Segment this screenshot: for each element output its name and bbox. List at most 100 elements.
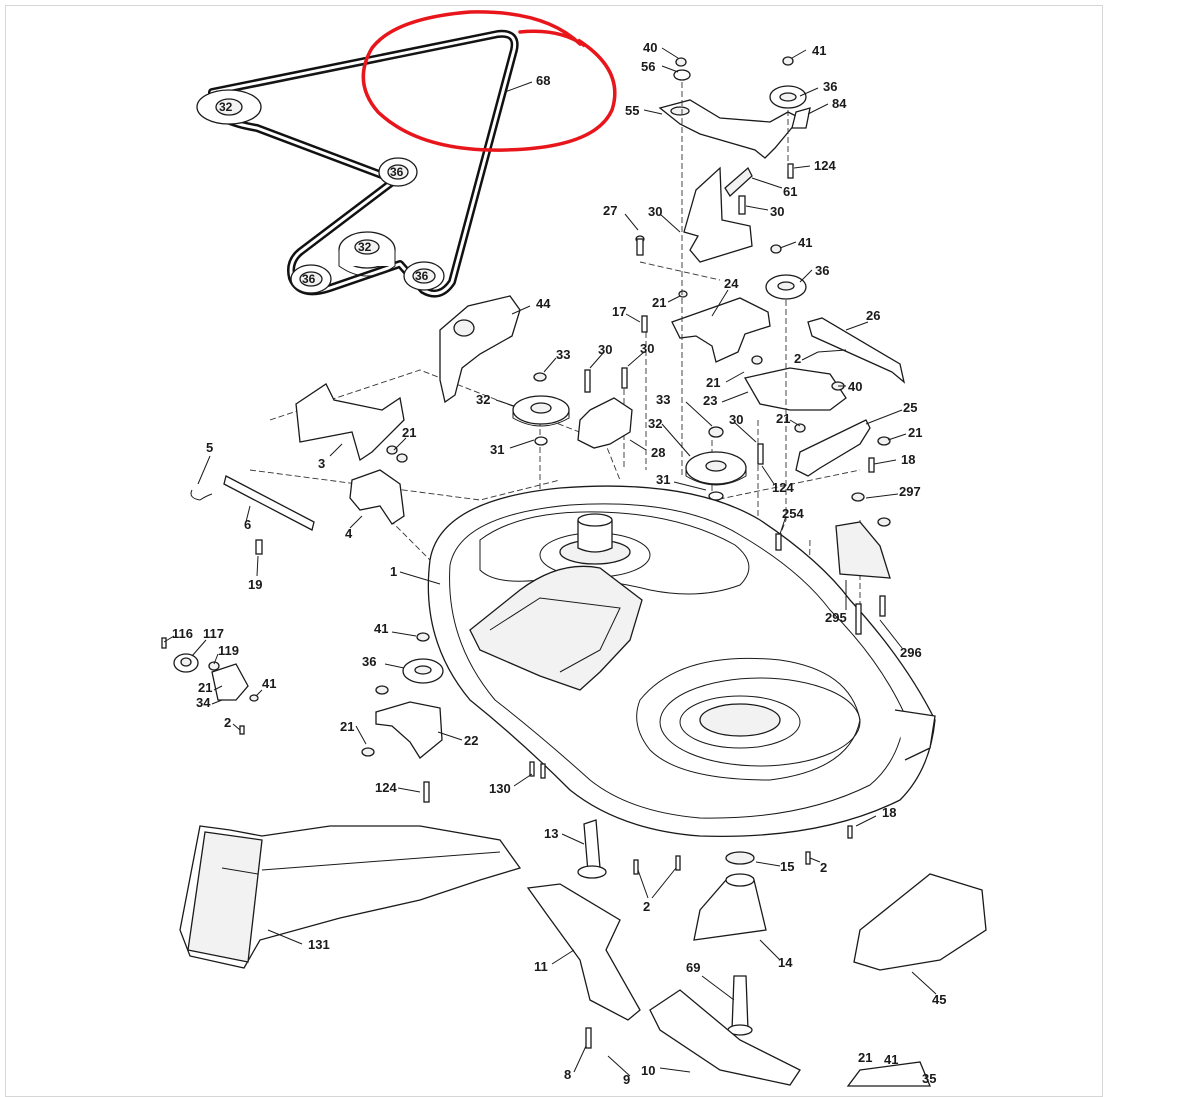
part-number-label: 33 (556, 347, 570, 362)
part-number-label: 30 (729, 412, 743, 427)
part-number-label: 18 (901, 452, 915, 467)
belt-pulley (196, 89, 262, 125)
part-number-label: 117 (203, 626, 224, 641)
part-number-label: 56 (641, 59, 655, 74)
part-number-label: 30 (598, 342, 612, 357)
part-number-label: 30 (648, 204, 662, 219)
part-number-label: 41 (884, 1052, 898, 1067)
spindle-13 (577, 819, 607, 879)
part-number-label: 41 (262, 676, 276, 691)
part-number-label: 11 (534, 959, 548, 974)
leader-lines (163, 47, 937, 1077)
part-number-label: 41 (374, 621, 388, 636)
part-number-label: 295 (825, 610, 847, 625)
part-number-label: 10 (641, 1063, 655, 1078)
pulley-label: 32 (358, 240, 372, 254)
part-number-label: 21 (706, 375, 720, 390)
part-number-label: 13 (544, 826, 558, 841)
belt-pulley (290, 264, 332, 294)
part-number-label: 4 (345, 526, 353, 541)
part-number-label: 41 (798, 235, 812, 250)
part-number-label: 22 (464, 733, 478, 748)
blade-10 (649, 989, 801, 1086)
part-number-label: 1 (390, 564, 397, 579)
part-number-label: 27 (603, 203, 617, 218)
part-number-label: 2 (643, 899, 650, 914)
part-number-label: 55 (625, 103, 639, 118)
part-number-label: 21 (776, 411, 790, 426)
part-number-label: 21 (198, 680, 212, 695)
part-number-label: 44 (536, 296, 551, 311)
bracket-22-group (361, 632, 546, 803)
part-number-label: 34 (196, 695, 211, 710)
part-number-label: 131 (308, 937, 330, 952)
mower-deck (427, 485, 936, 837)
part-number-label: 124 (772, 480, 794, 495)
part-number-label: 23 (703, 393, 717, 408)
pulley-label: 36 (302, 272, 316, 286)
part-number-label: 31 (656, 472, 670, 487)
pulley (685, 426, 764, 501)
idler-small (161, 637, 259, 735)
part-number-label: 32 (648, 416, 662, 431)
part-number-label: 30 (640, 341, 654, 356)
part-labels: 40 56 41 36 84 55 124 61 30 27 30 41 36 … (172, 40, 946, 1087)
part-number-label: 297 (899, 484, 921, 499)
part-number-label: 5 (206, 440, 213, 455)
pulley (512, 372, 570, 446)
part-number-label: 296 (900, 645, 922, 660)
part-number-label: 35 (922, 1071, 936, 1086)
bracket-part (349, 469, 405, 525)
part-number-label: 61 (783, 184, 797, 199)
pulley-label: 36 (415, 269, 429, 283)
pulley-label: 36 (390, 165, 404, 179)
part-number-label: 40 (643, 40, 657, 55)
part-number-label: 25 (903, 400, 917, 415)
baffle-part (439, 295, 521, 404)
part-number-label: 21 (858, 1050, 872, 1065)
part-number-label: 9 (623, 1072, 630, 1087)
part-number-label: 84 (832, 96, 847, 111)
part-number-label: 15 (780, 859, 794, 874)
part-number-label: 21 (402, 425, 416, 440)
part-number-label: 33 (656, 392, 670, 407)
belt-pulley (338, 231, 396, 277)
part-number-label: 3 (318, 456, 325, 471)
part-number-label: 2 (794, 351, 801, 366)
part-number-label: 8 (564, 1067, 571, 1082)
discharge-chute (179, 825, 522, 969)
part-number-label: 19 (248, 577, 262, 592)
part-number-label: 124 (375, 780, 397, 795)
part-number-label: 119 (218, 643, 239, 658)
belt-pulley (403, 261, 445, 291)
highlight-circle (361, 10, 617, 152)
part-number-label: 41 (812, 43, 826, 58)
cover-45 (853, 873, 987, 971)
part-number-label: 30 (770, 204, 784, 219)
part-number-label: 31 (490, 442, 504, 457)
part-number-label: 32 (476, 392, 490, 407)
deflector-part (835, 521, 891, 579)
part-number-label: 2 (820, 860, 827, 875)
part-number-label: 69 (686, 960, 700, 975)
part-number-label: 116 (172, 626, 193, 641)
pulley-label: 32 (219, 100, 233, 114)
idler-assembly (635, 56, 906, 477)
part-number-label: 28 (651, 445, 665, 460)
part-number-label: 130 (489, 781, 511, 796)
belt-label: 68 (536, 73, 550, 88)
rod-part (223, 475, 315, 531)
part-number-label: 6 (244, 517, 251, 532)
part-number-label: 17 (612, 304, 626, 319)
part-number-label: 36 (815, 263, 829, 278)
blade-11 (526, 883, 641, 1021)
part-number-label: 21 (908, 425, 922, 440)
belt-pulley (378, 157, 418, 187)
part-number-label: 254 (782, 506, 804, 521)
part-number-label: 14 (778, 955, 793, 970)
part-number-label: 21 (652, 295, 666, 310)
part-number-label: 21 (340, 719, 354, 734)
part-number-label: 45 (932, 992, 946, 1007)
part-number-label: 36 (823, 79, 837, 94)
